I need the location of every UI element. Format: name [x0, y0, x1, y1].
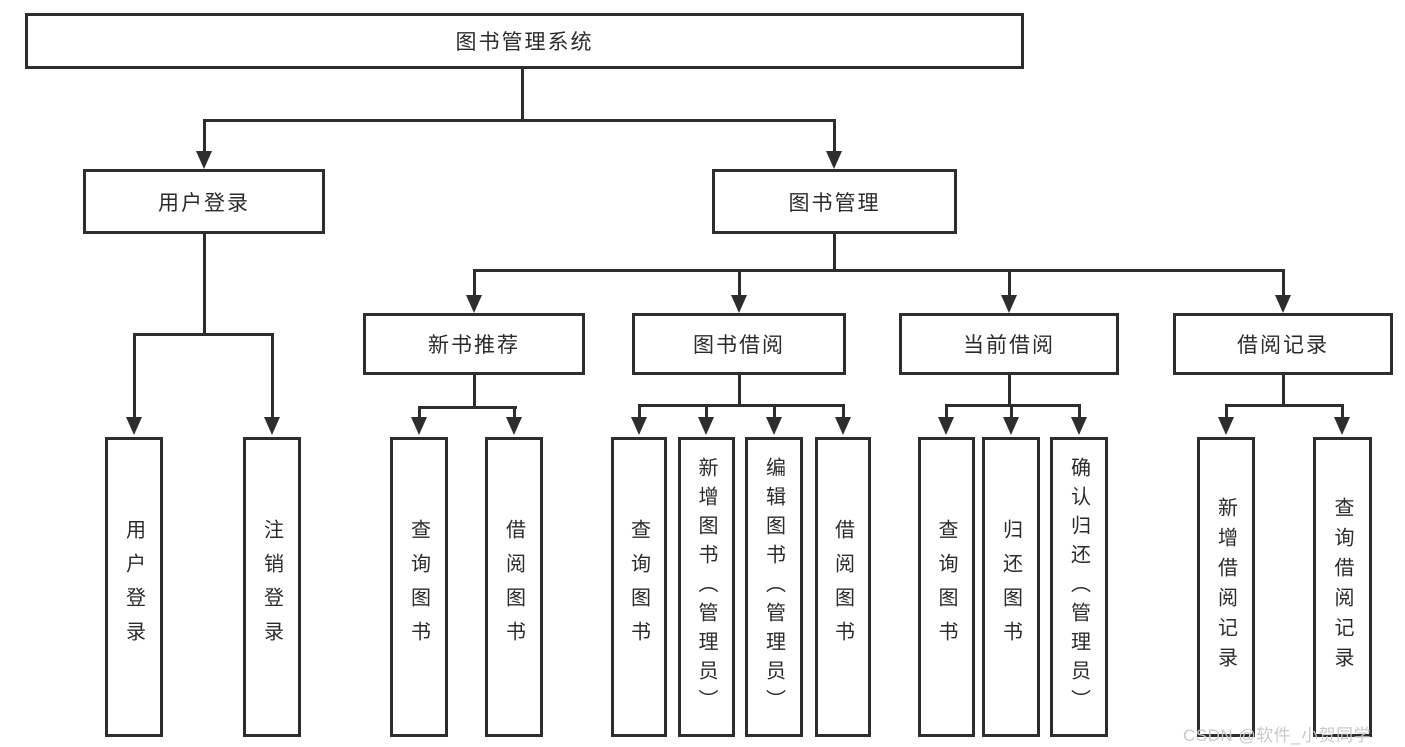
- arrow-down-icon: [126, 417, 142, 435]
- leaf-borrow-add-books-admin: 新增图书（管理员）: [678, 437, 735, 737]
- connector-line: [1078, 404, 1081, 419]
- leaf-current-query-books: 查询图书: [918, 437, 975, 737]
- connector-line: [473, 375, 476, 409]
- leaf-borrow-query-books: 查询图书: [611, 437, 667, 737]
- connector-line: [133, 333, 274, 336]
- leaf-record-add-borrow-record: 新增借阅记录: [1197, 437, 1255, 737]
- leaf-borrow-borrow-books: 借阅图书: [815, 437, 871, 737]
- node-root: 图书管理系统: [25, 13, 1024, 69]
- arrow-down-icon: [835, 417, 851, 435]
- node-borrow-record: 借阅记录: [1173, 313, 1393, 375]
- connector-line: [945, 404, 948, 419]
- arrow-down-icon: [506, 417, 522, 435]
- node-new-book-recommend: 新书推荐: [363, 313, 585, 375]
- connector-line: [1282, 269, 1285, 297]
- connector-line: [133, 333, 136, 419]
- arrow-down-icon: [264, 417, 280, 435]
- connector-line: [1008, 375, 1011, 407]
- arrow-down-icon: [1218, 417, 1234, 435]
- connector-line: [842, 404, 845, 419]
- arrow-down-icon: [1003, 417, 1019, 435]
- connector-line: [1225, 404, 1228, 419]
- connector-line: [203, 119, 836, 122]
- leaf-current-confirm-return-admin: 确认归还（管理员）: [1050, 437, 1108, 737]
- arrow-down-icon: [466, 295, 482, 313]
- connector-line: [203, 234, 206, 336]
- arrow-down-icon: [1334, 417, 1350, 435]
- connector-line: [203, 119, 206, 153]
- connector-line: [418, 406, 421, 419]
- connector-line: [833, 119, 836, 153]
- connector-line: [638, 404, 845, 407]
- node-book-borrow: 图书借阅: [632, 313, 846, 375]
- connector-line: [473, 269, 476, 297]
- connector-line: [473, 269, 1285, 272]
- arrow-down-icon: [1275, 295, 1291, 313]
- arrow-down-icon: [731, 295, 747, 313]
- connector-line: [271, 333, 274, 419]
- leaf-record-query-borrow-record: 查询借阅记录: [1313, 437, 1372, 737]
- leaf-current-return-books: 归还图书: [982, 437, 1040, 737]
- leaf-borrow-edit-books-admin: 编辑图书（管理员）: [745, 437, 803, 737]
- arrow-down-icon: [631, 417, 647, 435]
- node-current-borrow: 当前借阅: [899, 313, 1119, 375]
- connector-line: [1282, 375, 1285, 407]
- leaf-logout: 注销登录: [243, 437, 301, 737]
- connector-line: [705, 404, 708, 419]
- connector-line: [738, 375, 741, 407]
- connector-line: [418, 406, 517, 409]
- connector-line: [1341, 404, 1344, 419]
- arrow-down-icon: [698, 417, 714, 435]
- connector-line: [1225, 404, 1344, 407]
- arrow-down-icon: [196, 151, 212, 169]
- node-user-login: 用户登录: [83, 169, 325, 234]
- connector-line: [1008, 269, 1011, 297]
- leaf-newrec-borrow-books: 借阅图书: [485, 437, 543, 737]
- leaf-user-login: 用户登录: [105, 437, 163, 737]
- csdn-watermark: CSDN @软件_小贺同学: [1183, 726, 1372, 745]
- arrow-down-icon: [766, 417, 782, 435]
- connector-line: [638, 404, 641, 419]
- arrow-down-icon: [411, 417, 427, 435]
- connector-line: [773, 404, 776, 419]
- node-book-management: 图书管理: [712, 169, 957, 234]
- connector-line: [833, 234, 836, 272]
- arrow-down-icon: [826, 151, 842, 169]
- connector-line: [945, 404, 1081, 407]
- connector-line: [513, 406, 516, 419]
- connector-line: [1010, 404, 1013, 419]
- connector-line: [521, 69, 524, 122]
- arrow-down-icon: [1001, 295, 1017, 313]
- arrow-down-icon: [1071, 417, 1087, 435]
- arrow-down-icon: [938, 417, 954, 435]
- connector-line: [738, 269, 741, 297]
- leaf-newrec-query-books: 查询图书: [390, 437, 448, 737]
